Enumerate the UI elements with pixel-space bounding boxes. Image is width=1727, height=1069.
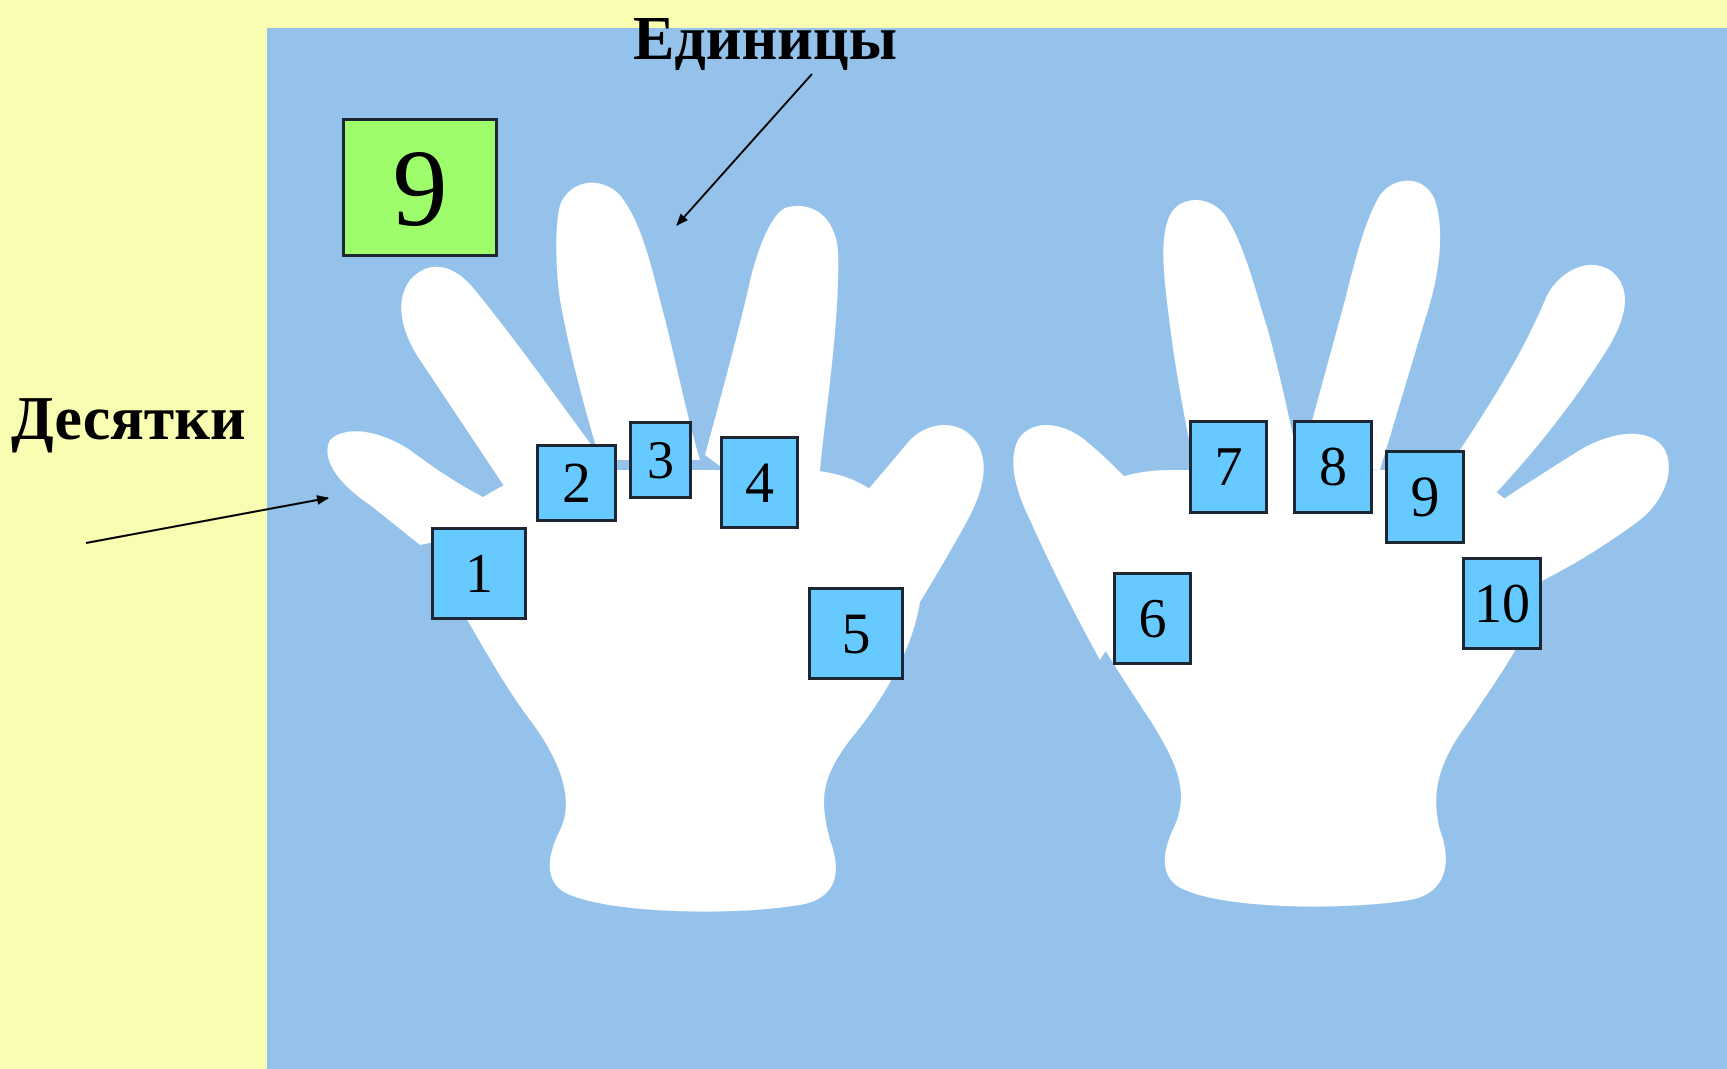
finger-number-4[interactable]: 4 <box>720 436 799 529</box>
finger-number-1[interactable]: 1 <box>431 527 527 620</box>
arrow-tens <box>86 498 328 543</box>
finger-number-6[interactable]: 6 <box>1113 572 1192 665</box>
finger-number-3[interactable]: 3 <box>629 421 692 499</box>
right-hand <box>1013 181 1669 907</box>
finger-number-5[interactable]: 5 <box>808 587 904 680</box>
finger-number-9[interactable]: 9 <box>1385 450 1465 544</box>
units-label: Единицы <box>633 8 897 70</box>
tens-label: Десятки <box>11 388 246 450</box>
arrow-units <box>677 74 812 225</box>
left-hand <box>327 183 983 912</box>
finger-number-8[interactable]: 8 <box>1293 420 1373 514</box>
finger-number-2[interactable]: 2 <box>536 444 617 522</box>
result-number-tile[interactable]: 9 <box>342 118 498 257</box>
finger-number-7[interactable]: 7 <box>1189 420 1268 514</box>
finger-number-10[interactable]: 10 <box>1462 557 1542 650</box>
